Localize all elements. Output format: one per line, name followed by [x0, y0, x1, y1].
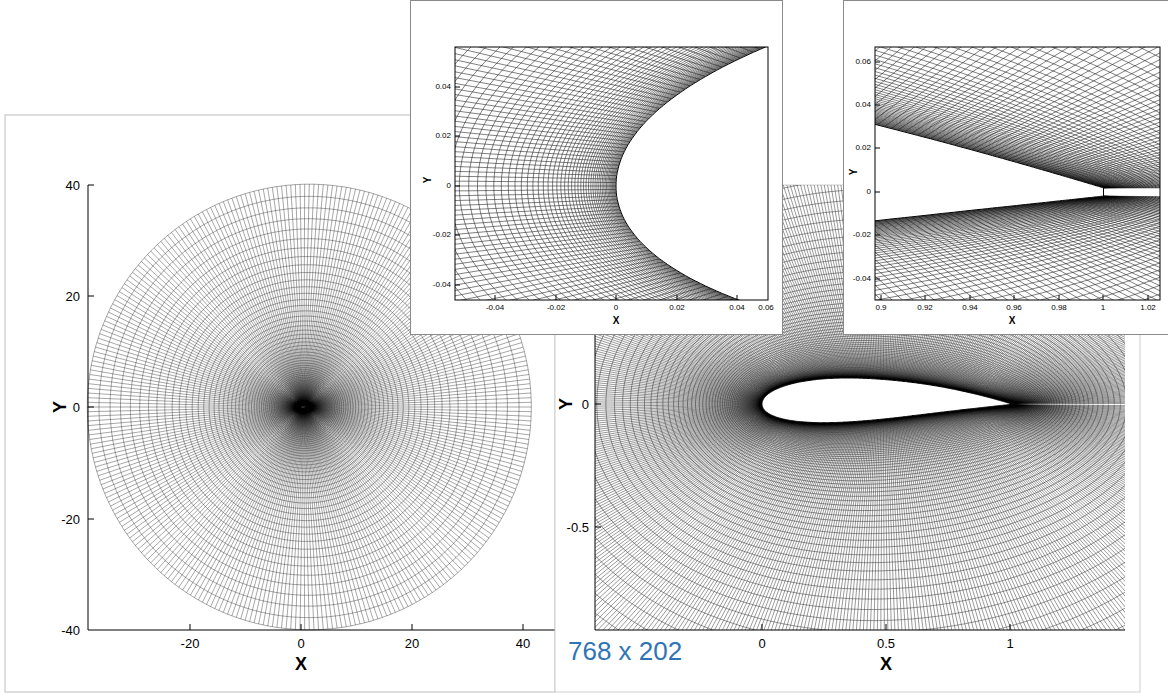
- tick-label: 40: [66, 179, 80, 192]
- tick-label: 0.02: [435, 132, 451, 140]
- airfoil-surface: [301, 406, 307, 407]
- tick-label: 0: [297, 637, 304, 650]
- tick-label: 0: [614, 304, 618, 312]
- tick-label: -20: [181, 637, 200, 650]
- tick-label: 40: [516, 637, 530, 650]
- tick-label: 1: [1006, 637, 1013, 650]
- axis-title: Y: [849, 169, 859, 176]
- tick-label: 20: [66, 290, 80, 303]
- tick-label: 0.96: [1006, 304, 1022, 312]
- tick-label: 0.06: [758, 304, 774, 312]
- tick-label: 0.04: [855, 101, 871, 109]
- tick-label: 0.02: [855, 144, 871, 152]
- tick-label: 0: [73, 401, 80, 414]
- tick-label: 0.9: [875, 304, 886, 312]
- tick-label: 0: [447, 182, 451, 190]
- tick-label: -0.02: [433, 231, 451, 239]
- tick-label: 0.94: [962, 304, 978, 312]
- axes: [875, 47, 1160, 300]
- tick-label: -0.04: [853, 275, 871, 283]
- tick-label: 0.04: [435, 83, 451, 91]
- tick-label: -0.5: [567, 521, 589, 534]
- tick-label: 1.02: [1140, 304, 1156, 312]
- tick-label: -0.04: [433, 281, 451, 289]
- tick-label: 0.5: [877, 637, 895, 650]
- tick-label: 0.92: [917, 304, 933, 312]
- tick-label: 0: [867, 188, 871, 196]
- leading-edge-mesh: [455, 47, 768, 300]
- tick-label: 1: [1101, 304, 1105, 312]
- tick-label: 0.02: [669, 304, 685, 312]
- axis-title: Y: [557, 398, 575, 410]
- grid-size-label: 768 x 202: [568, 638, 682, 664]
- tick-label: 0.04: [729, 304, 745, 312]
- tick-label: -0.02: [853, 231, 871, 239]
- tick-label: -0.02: [547, 304, 565, 312]
- tick-label: 0.98: [1051, 304, 1067, 312]
- tick-label: 20: [405, 637, 419, 650]
- tick-label: 0.06: [855, 58, 871, 66]
- tick-label: -20: [61, 513, 80, 526]
- airfoil-surface: [762, 378, 1010, 423]
- trailing-edge-mesh: [875, 47, 1160, 300]
- tick-label: 0: [582, 398, 589, 411]
- axis-title: X: [1009, 316, 1016, 326]
- airfoil-surface: [616, 47, 768, 300]
- axis-title: X: [613, 316, 620, 326]
- tick-label: 0: [758, 637, 765, 650]
- axis-title: Y: [51, 401, 69, 413]
- axis-title: X: [295, 655, 307, 673]
- tick-label: -0.04: [486, 304, 504, 312]
- axis-title: Y: [423, 177, 433, 184]
- airfoil-surface: [875, 47, 1104, 300]
- axes: [455, 47, 768, 300]
- axis-title: X: [880, 655, 892, 673]
- tick-label: -40: [61, 624, 80, 637]
